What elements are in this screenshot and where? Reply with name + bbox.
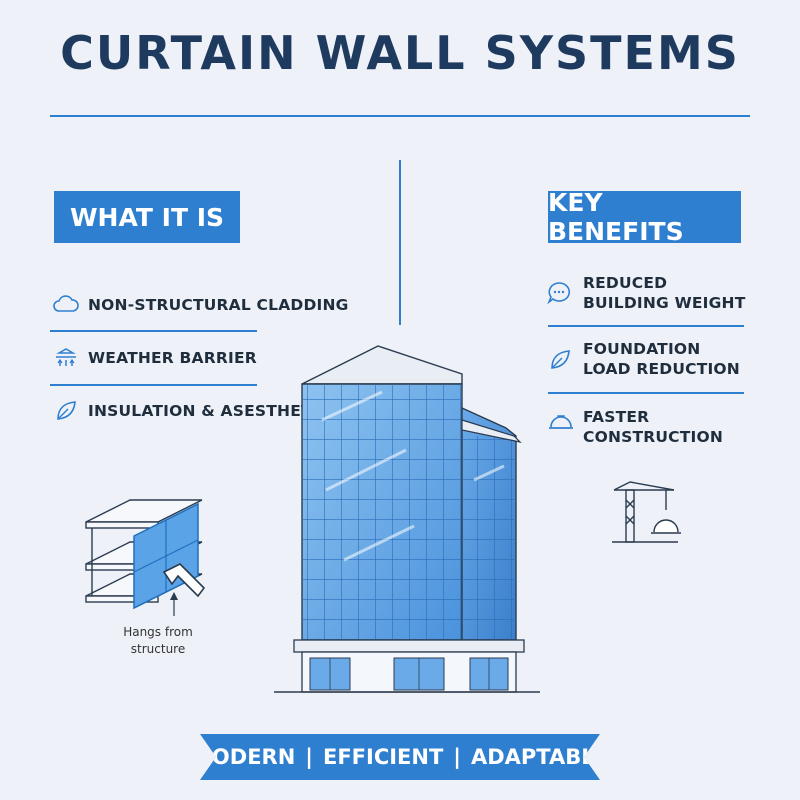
banner-separator: |	[305, 745, 313, 769]
page-title: CURTAIN WALL SYSTEMS	[60, 26, 740, 80]
key-benefits-heading: KEY BENEFITS	[548, 188, 741, 246]
left-item-label: NON-STRUCTURAL CLADDING	[88, 296, 349, 314]
title-divider	[50, 115, 750, 117]
left-item-label: WEATHER BARRIER	[88, 349, 257, 367]
right-item-line: FOUNDATION	[583, 340, 701, 358]
right-item-separator	[548, 392, 744, 394]
weather-barrier-icon	[56, 348, 76, 366]
right-item-line: REDUCED	[583, 274, 668, 292]
right-item-line: CONSTRUCTION	[583, 428, 724, 446]
hanging-panel-diagram	[85, 499, 206, 616]
leaf-icon	[57, 401, 76, 420]
banner-separator: |	[453, 745, 461, 769]
right-item-line: LOAD REDUCTION	[583, 360, 740, 378]
right-item-label: FASTER CONSTRUCTION	[583, 407, 723, 447]
right-item-separator	[548, 325, 744, 327]
banner-word: MODERN	[191, 745, 296, 769]
crane-icon	[612, 481, 681, 543]
what-it-is-heading: WHAT IT IS	[54, 191, 240, 243]
right-item-line: BUILDING WEIGHT	[583, 294, 746, 312]
left-item-separator	[50, 330, 257, 332]
bottom-banner: MODERN | EFFICIENT | ADAPTABLE	[200, 734, 600, 780]
right-item-line: FASTER	[583, 408, 650, 426]
caption-line: structure	[130, 642, 186, 656]
office-building-illustration	[274, 345, 540, 693]
caption-line: Hangs from	[123, 625, 193, 639]
right-item-label: FOUNDATION LOAD REDUCTION	[583, 339, 740, 379]
center-divider	[399, 160, 401, 325]
banner-word: EFFICIENT	[322, 745, 444, 769]
diagram-caption: Hangs from structure	[110, 624, 206, 658]
cloud-icon	[53, 295, 79, 312]
right-item-label: REDUCED BUILDING WEIGHT	[583, 273, 746, 313]
banner-word: ADAPTABLE	[470, 745, 609, 769]
speech-bubble-icon	[547, 282, 571, 305]
hard-hat-icon	[549, 415, 573, 429]
left-item-separator	[50, 384, 257, 386]
left-item-label: INSULATION & ASESTHETICS	[88, 402, 341, 420]
leaf-icon	[551, 350, 570, 369]
